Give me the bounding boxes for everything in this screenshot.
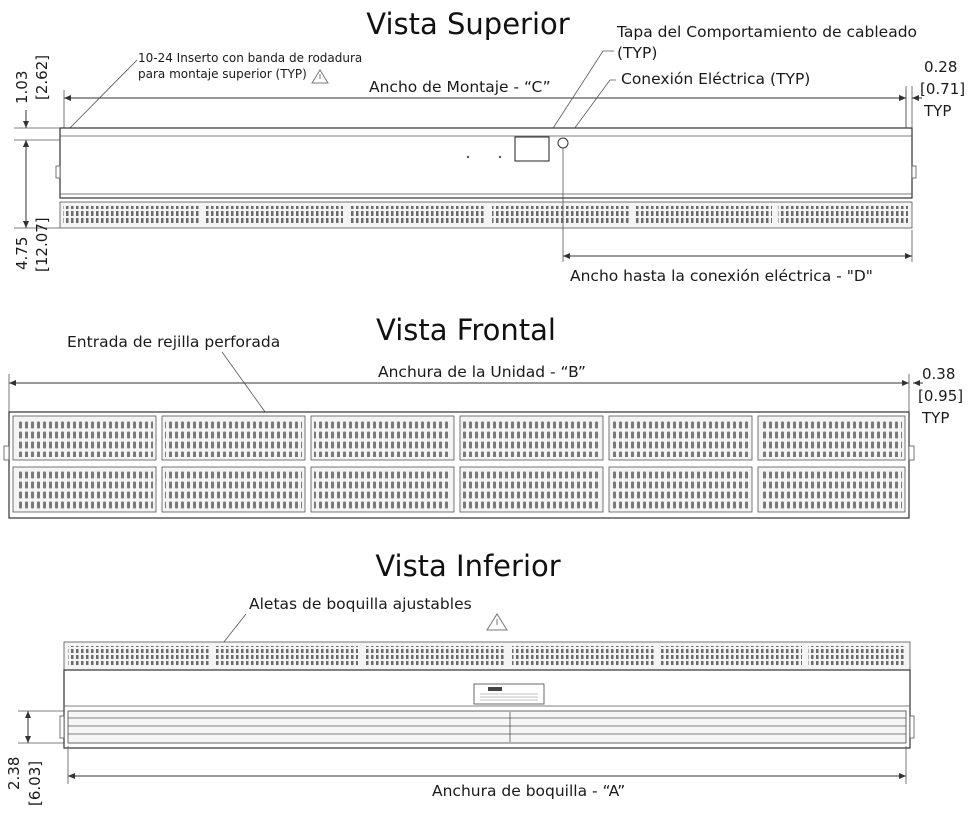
front-view: Vista Frontal Entrada de rejilla perfora… <box>3 313 963 519</box>
front-grille-panels <box>12 415 906 513</box>
dim-top-left-cm: [2.62] <box>33 55 51 100</box>
top-view-unit-body <box>59 127 913 199</box>
insert-label-line1: 10-24 Inserto con banda de rodadura <box>138 51 362 65</box>
wiring-cover-leader <box>547 50 614 137</box>
dim-front-right-cm: [0.95] <box>918 387 963 405</box>
grille-label: Entrada de rejilla perforada <box>67 333 280 351</box>
top-view: Vista Superior 10-24 Inserto con banda d… <box>13 7 965 285</box>
dim-top-right-in: 0.28 <box>924 58 957 76</box>
vanes-label: Aletas de boquilla ajustables <box>249 595 472 613</box>
insert-leader-line <box>65 59 138 133</box>
dim-front-right-typ: TYP <box>921 409 949 427</box>
nozzle-width-label: Anchura de boquilla - “A” <box>432 782 625 800</box>
nameplate-label <box>473 683 545 705</box>
dim-front-right-in: 0.38 <box>922 365 955 383</box>
width-to-connection-label: Ancho hasta la conexión eléctrica - "D" <box>570 267 873 285</box>
insert-label-line2: para montaje superior (TYP) <box>138 67 307 81</box>
nozzle-vanes <box>67 710 907 744</box>
dim-top-left-in: 1.03 <box>13 71 31 104</box>
dim-bottom-left-in: 2.38 <box>5 757 23 790</box>
top-view-title: Vista Superior <box>366 7 569 41</box>
dim-bottom-left-cm: [6.03] <box>26 761 44 806</box>
dim-top-right-cm: [0.71] <box>920 80 965 98</box>
grille-leader <box>221 351 269 417</box>
wiring-cover-label-line2: (TYP) <box>617 44 657 62</box>
mounting-width-label: Ancho de Montaje - “C” <box>369 78 551 96</box>
warning-triangle-icon <box>311 69 329 84</box>
wiring-cover-label-line1: Tapa del Comportamiento de cableado <box>616 23 917 41</box>
electrical-connection-label: Conexión Eléctrica (TYP) <box>621 70 810 88</box>
electrical-connection-leader <box>565 79 616 141</box>
front-view-title: Vista Frontal <box>376 313 556 347</box>
bottom-view-title: Vista Inferior <box>375 549 560 583</box>
warning-triangle-icon <box>486 613 508 631</box>
wiring-compartment-cover <box>514 136 550 162</box>
bottom-view: Vista Inferior Aletas de boquilla ajusta… <box>5 549 915 806</box>
electrical-connection-port <box>557 137 569 149</box>
dim-top-left2-cm: [12.07] <box>33 217 51 272</box>
unit-width-label: Anchura de la Unidad - “B” <box>378 363 586 381</box>
dim-top-right-typ: TYP <box>923 102 951 120</box>
dim-top-left2-in: 4.75 <box>13 237 31 270</box>
